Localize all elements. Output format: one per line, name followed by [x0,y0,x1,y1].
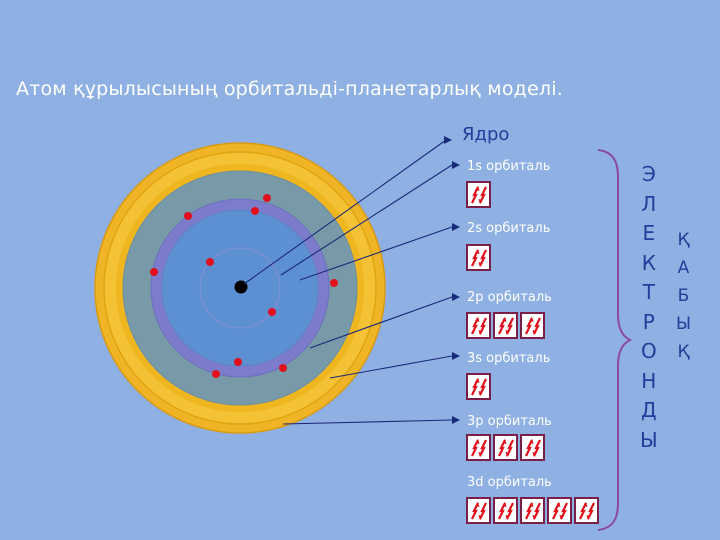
electrons [150,194,338,378]
electron-pair-arrows-icon [497,501,514,520]
electron-pair-arrows-icon [497,438,514,457]
arrowhead [452,161,460,169]
nucleus-label: Ядро [462,124,510,145]
letter: Л [641,191,657,216]
arrowhead [452,293,460,301]
3p-pointer [282,419,453,425]
pointer-lines [243,139,453,425]
letter: Қ [677,230,690,250]
electron-pair-arrows-icon [470,501,487,520]
arrowhead [452,352,460,360]
electron [268,308,276,316]
orbital-cell [466,181,491,208]
electron-pair-arrows-icon [497,316,514,335]
orbital-cell [493,312,518,339]
orbital-boxes-3d [466,497,601,524]
letter: Д [641,398,657,422]
inner-orbit [199,247,281,329]
orbital-cell [574,497,599,524]
orbital-cell [466,434,491,461]
electron-pair-arrows-icon [524,438,541,457]
arrowhead [452,223,460,231]
orbital-label-2s: 2s орбиталь [467,221,551,236]
electron [251,207,259,215]
vertical-word-electrons: Э Л Е К Т Р О Н Д Ы [640,160,658,455]
orbital-boxes-2p [466,312,547,339]
orbital-cell [520,312,545,339]
electron [150,268,158,276]
letter: Н [641,368,657,393]
nucleus-pointer [243,139,447,285]
orbital-cell [466,497,491,524]
2s-pointer [299,226,453,281]
orbital-label-3p: 3p орбиталь [467,414,552,429]
letter: Т [642,280,655,304]
letter: О [640,339,657,363]
letter: Қ [677,342,690,362]
electron-pair-arrows-icon [524,501,541,520]
orbital-cell [493,434,518,461]
electron-pair-arrows-icon [470,438,487,457]
page-title: Атом құрылысының орбитальді-планетарлық … [16,78,563,100]
orbital-boxes-2s [466,244,493,271]
electron [212,370,220,378]
electron-pair-arrows-icon [524,316,541,335]
orbital-cell [493,497,518,524]
letter: Ы [676,314,691,334]
letter: К [641,250,656,275]
orbital-boxes-1s [466,181,493,208]
letter: Э [641,162,656,186]
electron [263,194,271,202]
3s-pointer [329,355,453,379]
electron [279,364,287,372]
letter: Е [642,221,656,245]
letter: А [677,258,690,278]
letter: Б [677,286,690,306]
electron [330,279,338,287]
orbital-cell [547,497,572,524]
orbital-cell [466,373,491,400]
pointer-arrowheads [444,136,460,424]
electron-pair-arrows-icon [470,316,487,335]
orbital-boxes-3s [466,373,493,400]
electron-pair-arrows-icon [470,377,487,396]
2p-pointer [309,296,453,349]
orbital-label-3s: 3s орбиталь [467,351,551,366]
electron [184,212,192,220]
arrowhead [452,416,460,424]
orbital-label-1s: 1s орбиталь [467,159,551,174]
orbital-boxes-3p [466,434,547,461]
orbital-label-2p: 2p орбиталь [467,290,552,305]
letter: Р [642,309,655,334]
1s-pointer [280,164,453,276]
electron-pair-arrows-icon [578,501,595,520]
arrowhead [444,136,452,144]
vertical-word-shell: Қ А Б Ы Қ [676,226,691,366]
electron-pair-arrows-icon [470,185,487,204]
electron-pair-arrows-icon [551,501,568,520]
orbital-cell [520,434,545,461]
orbital-cell [466,312,491,339]
orbital-label-3d: 3d орбиталь [467,475,552,490]
electron [206,258,214,266]
electron-pair-arrows-icon [470,248,487,267]
electron [234,358,242,366]
letter: Ы [640,427,658,452]
orbital-cell [466,244,491,271]
curly-brace [597,149,633,531]
orbital-cell [520,497,545,524]
